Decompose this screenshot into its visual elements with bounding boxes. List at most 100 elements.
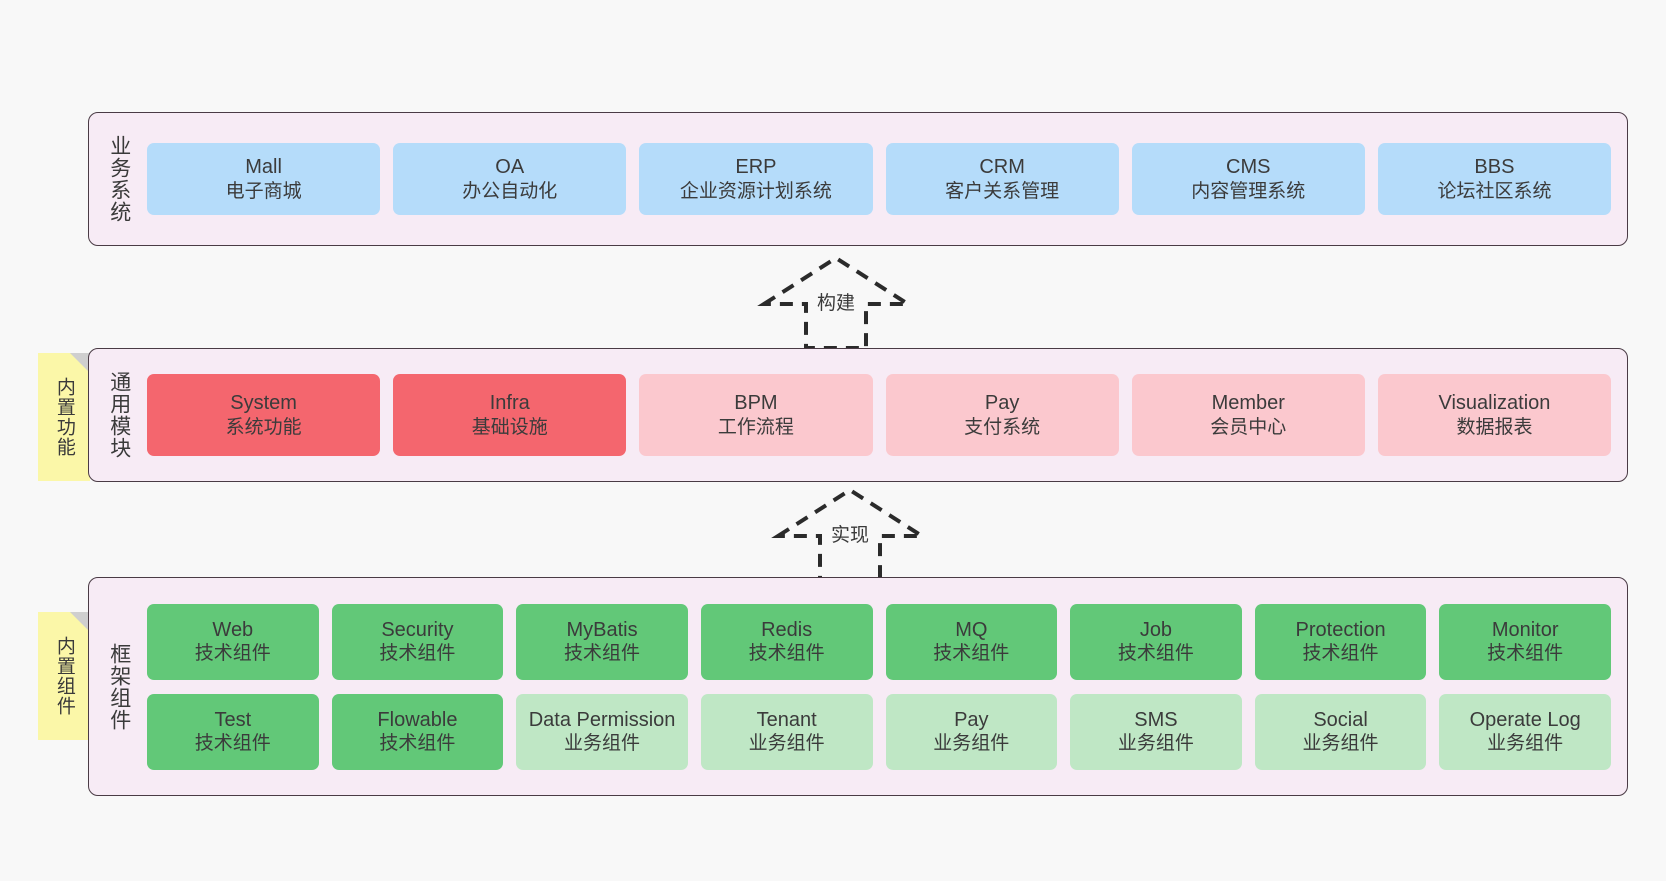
connector-implement-label: 实现 bbox=[830, 525, 870, 546]
module-card-member[interactable]: Member 会员中心 bbox=[1131, 374, 1365, 456]
card-en-label: Pay bbox=[984, 392, 1020, 415]
card-cn-label: 业务组件 bbox=[933, 733, 1010, 755]
business-card-oa[interactable]: OA 办公自动化 bbox=[393, 143, 627, 215]
card-en-label: BPM bbox=[734, 392, 778, 415]
card-cn-label: 技术组件 bbox=[933, 643, 1010, 665]
card-en-label: CRM bbox=[979, 156, 1025, 179]
framework-row-business: Test 技术组件 Flowable 技术组件 Data Permission … bbox=[147, 693, 1611, 770]
card-en-label: Data Permission bbox=[528, 708, 676, 731]
layer-business-systems[interactable]: 业务系统 Mall 电子商城 OA 办公自动化 ERP 企业资源计划系统 CRM… bbox=[88, 112, 1628, 246]
card-cn-label: 技术组件 bbox=[379, 643, 456, 665]
connector-build: 构建 bbox=[756, 252, 916, 350]
business-card-bbs[interactable]: BBS 论坛社区系统 bbox=[1377, 143, 1612, 215]
card-cn-label: 办公自动化 bbox=[462, 180, 558, 202]
card-en-label: Mall bbox=[245, 156, 282, 179]
framework-card-flowable[interactable]: Flowable 技术组件 bbox=[331, 693, 504, 770]
business-card-crm[interactable]: CRM 客户关系管理 bbox=[885, 143, 1119, 215]
layer-business-cards: Mall 电子商城 OA 办公自动化 ERP 企业资源计划系统 CRM 客户关系… bbox=[139, 113, 1627, 245]
framework-card-monitor[interactable]: Monitor 技术组件 bbox=[1439, 603, 1611, 680]
card-en-label: Job bbox=[1139, 618, 1173, 641]
framework-card-web[interactable]: Web 技术组件 bbox=[147, 603, 319, 680]
card-en-label: CMS bbox=[1226, 156, 1271, 179]
card-cn-label: 企业资源计划系统 bbox=[679, 180, 832, 202]
dashed-arrow-up-icon bbox=[771, 487, 929, 582]
card-cn-label: 业务组件 bbox=[1302, 733, 1379, 755]
card-en-label: Social bbox=[1313, 708, 1368, 731]
card-cn-label: 技术组件 bbox=[1487, 643, 1564, 665]
card-cn-label: 技术组件 bbox=[1302, 643, 1379, 665]
card-cn-label: 技术组件 bbox=[194, 643, 271, 665]
card-cn-label: 技术组件 bbox=[194, 733, 271, 755]
connector-implement: 实现 bbox=[770, 484, 930, 582]
card-cn-label: 业务组件 bbox=[1487, 733, 1564, 755]
card-cn-label: 电子商城 bbox=[225, 180, 302, 202]
layer-modules-title: 通用模块 bbox=[107, 371, 131, 459]
card-en-label: Redis bbox=[761, 618, 813, 641]
business-card-erp[interactable]: ERP 企业资源计划系统 bbox=[639, 143, 873, 215]
card-cn-label: 技术组件 bbox=[748, 643, 825, 665]
framework-card-mybatis[interactable]: MyBatis 技术组件 bbox=[516, 603, 688, 680]
dashed-arrow-up-icon bbox=[757, 255, 915, 350]
card-cn-label: 业务组件 bbox=[1117, 733, 1194, 755]
framework-card-mq[interactable]: MQ 技术组件 bbox=[885, 603, 1058, 680]
framework-card-security[interactable]: Security 技术组件 bbox=[331, 603, 504, 680]
business-card-mall[interactable]: Mall 电子商城 bbox=[147, 143, 381, 215]
module-card-bpm[interactable]: BPM 工作流程 bbox=[639, 374, 873, 456]
card-cn-label: 客户关系管理 bbox=[945, 180, 1060, 202]
card-cn-label: 业务组件 bbox=[564, 733, 641, 755]
framework-row-technical: Web 技术组件 Security 技术组件 MyBatis 技术组件 Redi… bbox=[147, 603, 1611, 680]
note-builtin-components[interactable]: 内置组件 bbox=[38, 612, 90, 740]
card-en-label: OA bbox=[495, 156, 525, 179]
card-cn-label: 系统功能 bbox=[225, 416, 302, 438]
card-en-label: BBS bbox=[1474, 156, 1515, 179]
note-label: 内置组件 bbox=[53, 636, 75, 716]
framework-card-social[interactable]: Social 业务组件 bbox=[1254, 693, 1427, 770]
framework-card-protection[interactable]: Protection 技术组件 bbox=[1254, 603, 1427, 680]
card-cn-label: 会员中心 bbox=[1210, 416, 1287, 438]
framework-card-redis[interactable]: Redis 技术组件 bbox=[700, 603, 873, 680]
card-en-label: Tenant bbox=[756, 708, 817, 731]
card-cn-label: 技术组件 bbox=[1117, 643, 1194, 665]
card-cn-label: 数据报表 bbox=[1456, 416, 1533, 438]
framework-card-test[interactable]: Test 技术组件 bbox=[147, 693, 319, 770]
note-fold-corner-icon bbox=[70, 353, 90, 373]
card-en-label: SMS bbox=[1134, 708, 1178, 731]
note-builtin-functions[interactable]: 内置功能 bbox=[38, 353, 90, 481]
framework-card-data-permission[interactable]: Data Permission 业务组件 bbox=[516, 693, 688, 770]
note-fold-corner-icon bbox=[70, 612, 90, 632]
card-cn-label: 技术组件 bbox=[379, 733, 456, 755]
layer-common-modules[interactable]: 通用模块 System 系统功能 Infra 基础设施 BPM 工作流程 Pay… bbox=[88, 348, 1628, 482]
business-card-cms[interactable]: CMS 内容管理系统 bbox=[1131, 143, 1365, 215]
card-cn-label: 内容管理系统 bbox=[1191, 180, 1306, 202]
card-en-label: Member bbox=[1211, 392, 1285, 415]
layer-framework-cards: Web 技术组件 Security 技术组件 MyBatis 技术组件 Redi… bbox=[139, 578, 1627, 795]
framework-card-pay[interactable]: Pay 业务组件 bbox=[885, 693, 1058, 770]
card-cn-label: 技术组件 bbox=[564, 643, 641, 665]
framework-card-operate-log[interactable]: Operate Log 业务组件 bbox=[1439, 693, 1611, 770]
framework-card-tenant[interactable]: Tenant 业务组件 bbox=[700, 693, 873, 770]
module-card-infra[interactable]: Infra 基础设施 bbox=[393, 374, 627, 456]
card-en-label: Web bbox=[212, 618, 254, 641]
card-en-label: Infra bbox=[489, 392, 530, 415]
card-cn-label: 工作流程 bbox=[717, 416, 794, 438]
card-en-label: Security bbox=[381, 618, 454, 641]
layer-business-title: 业务系统 bbox=[107, 135, 131, 223]
framework-card-sms[interactable]: SMS 业务组件 bbox=[1070, 693, 1242, 770]
card-en-label: MQ bbox=[955, 618, 988, 641]
module-card-system[interactable]: System 系统功能 bbox=[147, 374, 381, 456]
module-card-visualization[interactable]: Visualization 数据报表 bbox=[1377, 374, 1612, 456]
card-en-label: Visualization bbox=[1438, 392, 1551, 415]
module-card-pay[interactable]: Pay 支付系统 bbox=[885, 374, 1119, 456]
card-en-label: Test bbox=[214, 708, 252, 731]
card-en-label: Pay bbox=[954, 708, 989, 731]
framework-card-job[interactable]: Job 技术组件 bbox=[1070, 603, 1242, 680]
note-label: 内置功能 bbox=[53, 377, 75, 457]
connector-build-label: 构建 bbox=[816, 293, 856, 314]
layer-modules-cards: System 系统功能 Infra 基础设施 BPM 工作流程 Pay 支付系统… bbox=[139, 349, 1627, 481]
card-en-label: Monitor bbox=[1491, 618, 1559, 641]
card-en-label: ERP bbox=[735, 156, 777, 179]
layer-framework-components[interactable]: 框架组件 Web 技术组件 Security 技术组件 MyBatis 技术组件… bbox=[88, 577, 1628, 796]
card-en-label: Operate Log bbox=[1469, 708, 1581, 731]
card-cn-label: 支付系统 bbox=[964, 416, 1041, 438]
